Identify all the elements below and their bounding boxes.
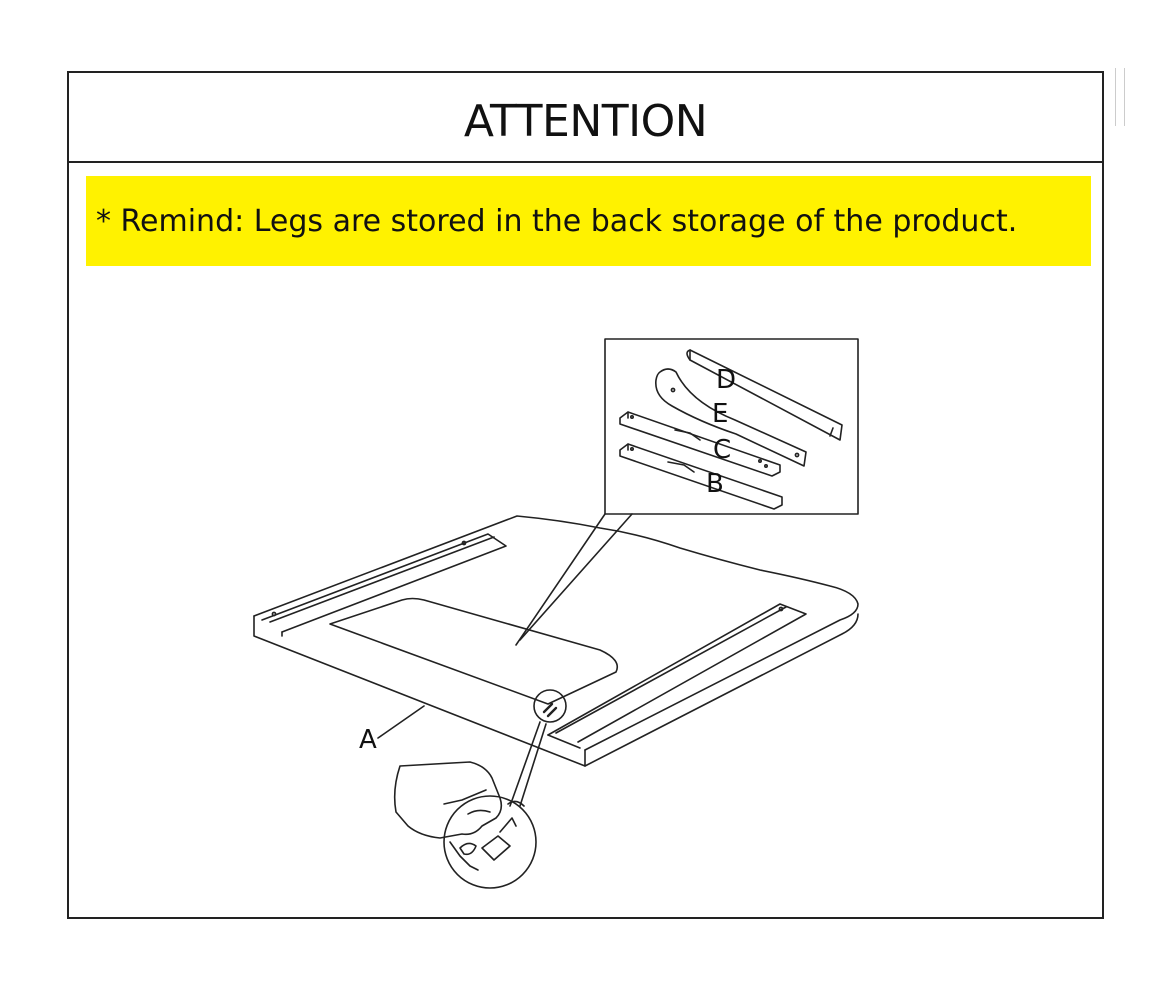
latch-circle xyxy=(533,689,567,723)
inset-leader-right xyxy=(519,513,633,641)
latch-leader-1 xyxy=(509,721,541,807)
inset-leader-left xyxy=(515,513,606,646)
part-b xyxy=(619,443,783,510)
edge-mark xyxy=(1115,68,1125,126)
label-e: E xyxy=(712,399,728,429)
attention-title: ATTENTION xyxy=(463,95,708,147)
remind-text: * Remind: Legs are stored in the back st… xyxy=(96,203,1018,239)
latch-screw xyxy=(542,702,558,718)
part-e xyxy=(655,368,807,467)
part-d xyxy=(686,349,843,441)
attention-frame: ATTENTION * Remind: Legs are stored in t… xyxy=(67,71,1104,919)
part-c xyxy=(619,411,781,477)
latch-leader-2 xyxy=(519,723,547,807)
hand-detail xyxy=(393,761,537,889)
label-b: B xyxy=(706,469,724,499)
part-a-leader xyxy=(377,705,425,739)
part-a-panel xyxy=(253,515,859,767)
attention-header: ATTENTION xyxy=(69,73,1102,163)
legs-inset-box xyxy=(604,338,859,515)
label-c: C xyxy=(713,435,731,465)
remind-banner: * Remind: Legs are stored in the back st… xyxy=(86,176,1091,266)
label-a: A xyxy=(359,725,377,755)
label-d: D xyxy=(716,365,736,395)
